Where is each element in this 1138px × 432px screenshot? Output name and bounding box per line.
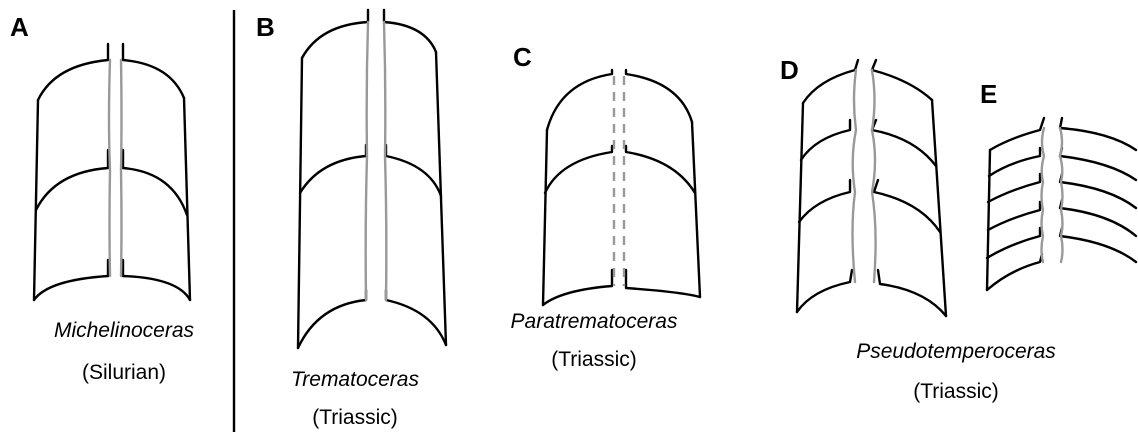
panel-c-period-label: (Triassic) [551, 348, 637, 371]
panel-d-septum-2-left [801, 120, 850, 160]
panel-a-genus-label: Michelinoceras [54, 319, 195, 342]
panel-e-siphuncle-right [1060, 128, 1063, 262]
panel-e-shell-drawing [987, 118, 1136, 290]
panel-a-siphuncle-left [109, 60, 110, 276]
panel-d-septum-3-right [874, 180, 940, 232]
panel-c-septum-2-right [626, 146, 695, 193]
panel-a-septum-2-left [36, 150, 108, 210]
panel-e-septum-4-right [1060, 200, 1136, 236]
panel-d-period-label: (Triassic) [913, 380, 999, 403]
panel-b-septum-3-right [386, 290, 446, 345]
panel-a-period-label: (Silurian) [82, 361, 166, 384]
panel-d-septum-1-left [803, 60, 858, 103]
panel-d-left-wall [797, 103, 803, 312]
panel-b-septum-2-left [300, 145, 366, 193]
panel-c-septum-1-left [547, 70, 612, 130]
panel-d-siphuncle-left [853, 70, 857, 282]
panel-a: A Michelinoceras (Silurian) [10, 12, 195, 384]
panel-c-left-wall [543, 130, 547, 305]
panel-a-shell-drawing [34, 44, 190, 300]
panel-e-septum-2-left [989, 148, 1040, 176]
panel-c-septum-2-left [545, 146, 612, 193]
panel-d-letter: D [780, 55, 799, 85]
panel-a-septum-1-left [38, 44, 108, 100]
panel-e-letter: E [980, 79, 997, 109]
panel-a-siphuncle-right [121, 60, 122, 276]
panel-b-siphuncle-left [366, 22, 368, 300]
panel-b-right-wall [436, 52, 446, 345]
panel-d-septum-1-right [872, 60, 932, 100]
panel-b-siphuncle-right [384, 22, 386, 300]
panel-e-septum-5-right [1060, 228, 1136, 262]
panel-c-genus-label: Paratrematoceras [511, 310, 678, 333]
panel-e-septum-1-right [1060, 118, 1136, 150]
panel-b-septum-1-left [302, 10, 368, 58]
panel-d-right-wall [932, 100, 946, 316]
panel-b: B Trematoceras (Triassic) [256, 10, 446, 429]
panel-e-septum-5-left [987, 228, 1040, 258]
panel-e-septum-6-left [987, 254, 1042, 290]
panel-e-septum-1-left [990, 118, 1044, 150]
panel-a-right-wall [184, 98, 190, 300]
panel-b-septum-2-right [386, 145, 441, 196]
panel-b-letter: B [256, 12, 275, 42]
panel-b-left-wall [298, 58, 302, 348]
panel-e-septum-3-right [1060, 174, 1136, 208]
panel-c-septum-3-right [626, 270, 700, 297]
panel-c-letter: C [513, 42, 532, 72]
panel-d-septum-3-left [799, 180, 850, 222]
panel-e-septum-2-right [1060, 148, 1136, 180]
panel-a-left-wall [34, 100, 38, 300]
panel-c-septum-3-left [543, 270, 612, 305]
panel-e-siphuncle-left [1042, 128, 1045, 262]
panel-e-septum-3-left [988, 174, 1040, 202]
panel-a-septum-3-left [34, 260, 108, 300]
panel-b-septum-1-right [384, 10, 436, 52]
panel-a-septum-2-right [123, 150, 187, 215]
panel-a-septum-1-right [123, 44, 184, 98]
panel-a-letter: A [10, 12, 29, 42]
panel-c-shell-drawing [543, 70, 700, 305]
panel-d: D Pseudotemperoceras (Triassic) [780, 55, 1056, 403]
panel-e-septum-4-left [988, 202, 1040, 230]
panel-d-septum-4-right [878, 270, 946, 316]
panel-e-left-wall [987, 150, 990, 290]
panel-c: C Paratrematoceras (Triassic) [511, 42, 700, 371]
panel-b-period-label: (Triassic) [312, 406, 398, 429]
panel-d-siphuncle-right [872, 70, 876, 282]
panel-d-septum-2-right [872, 120, 936, 166]
panel-c-septum-1-right [626, 70, 692, 122]
panel-d-shell-drawing [797, 60, 946, 316]
panel-a-septum-3-right [123, 260, 190, 300]
panel-d-genus-label: Pseudotemperoceras [856, 340, 1056, 363]
panel-e: E [980, 79, 1136, 290]
panel-b-septum-3-left [298, 290, 366, 348]
panel-b-shell-drawing [298, 10, 446, 348]
panel-c-right-wall [692, 122, 700, 297]
panel-d-septum-4-left [797, 270, 852, 312]
panel-b-genus-label: Trematoceras [291, 368, 419, 391]
